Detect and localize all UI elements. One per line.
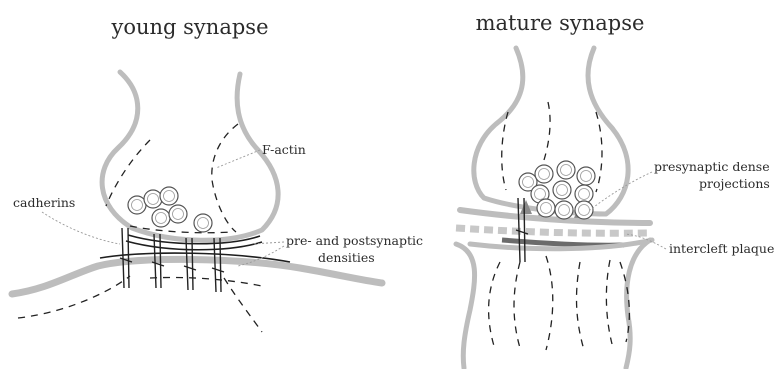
mature-synapse-panel: mature synapse [456,11,774,368]
f-actin-leader [216,150,260,168]
young-synapse-title: young synapse [110,15,268,39]
densities-label-line1: pre- and postsynaptic [286,233,423,248]
mature-synapse-title: mature synapse [476,11,645,35]
f-actin-label: F-actin [262,142,306,157]
young-postsynaptic-actin [18,276,130,318]
mature-postsynaptic-actin [489,262,500,346]
densities-label-line2: densities [318,250,375,265]
mature-presynaptic-membrane [474,48,628,214]
dense-projections-label-line1: presynaptic dense [654,159,770,174]
cadherins-leader [42,212,120,244]
young-presynaptic-membrane [102,72,278,240]
dense-projections-label-line2: projections [699,176,770,191]
mature-presynaptic-actin [502,112,508,190]
young-vesicle-cluster [128,187,212,232]
intercleft-plaque-label: intercleft plaque [669,241,774,256]
mature-postsynaptic-membrane [456,244,475,368]
young-synapse-panel: young synapse [12,15,423,332]
cadherins-label: cadherins [13,195,75,210]
intercleft-plaque [456,228,650,233]
